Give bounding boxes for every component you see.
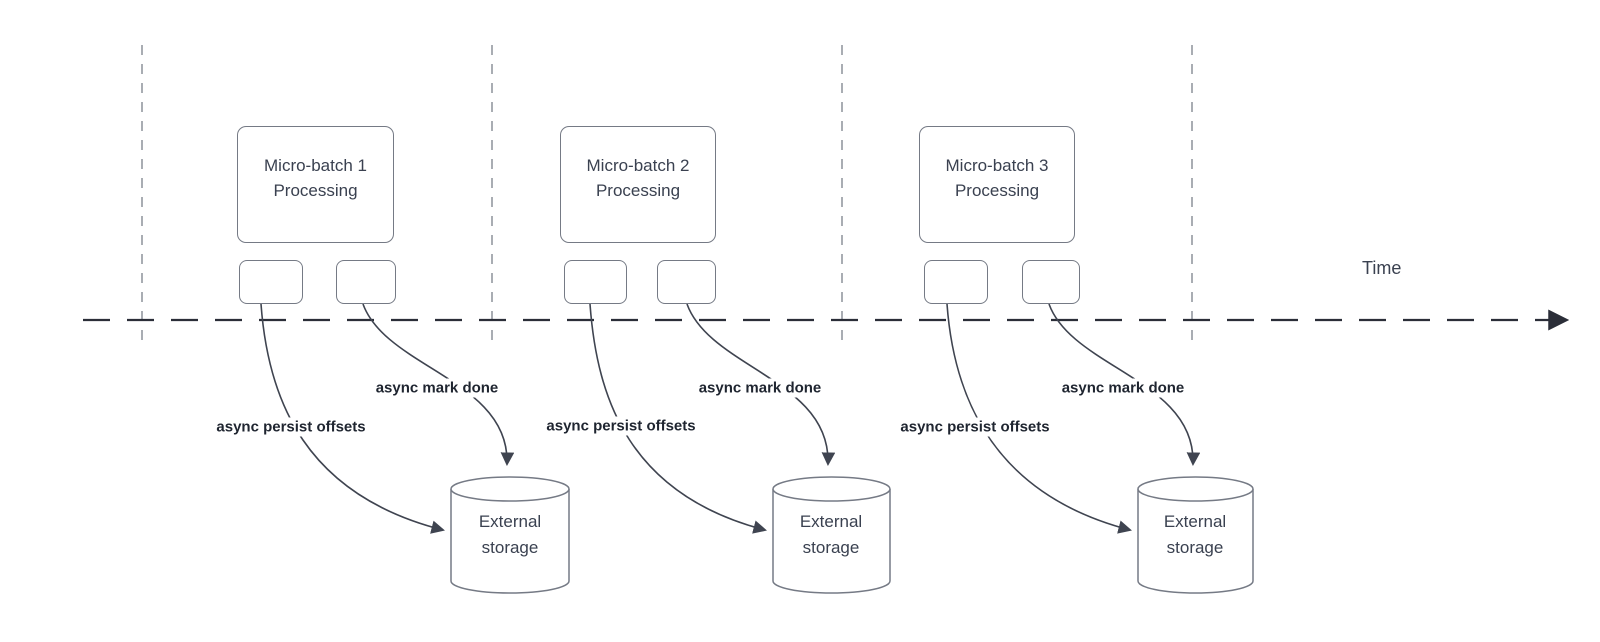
async-mark-done-arrow-2 <box>686 303 836 467</box>
offset-task-box-3 <box>924 260 988 304</box>
async-persist-offsets-arrow-3 <box>946 303 1132 534</box>
offset-task-box-1 <box>239 260 303 304</box>
micro-batch-3-box: Micro-batch 3 Processing <box>919 126 1075 243</box>
done-task-box-1 <box>336 260 396 304</box>
async-persist-offsets-arrow-1 <box>260 303 445 534</box>
done-task-box-2 <box>657 260 716 304</box>
async-mark-done-label-3: async mark done <box>1058 378 1188 398</box>
done-task-box-3 <box>1022 260 1080 304</box>
async-mark-done-label-1: async mark done <box>372 378 502 398</box>
async-persist-offsets-label-2: async persist offsets <box>543 416 699 436</box>
micro-batch-1-box: Micro-batch 1 Processing <box>237 126 394 243</box>
micro-batch-3-label: Micro-batch 3 Processing <box>945 155 1049 200</box>
external-storage-cylinder-3 <box>1137 476 1254 594</box>
async-persist-offsets-label-3: async persist offsets <box>897 417 1053 437</box>
micro-batch-2-box: Micro-batch 2 Processing <box>560 126 716 243</box>
time-axis-label: Time <box>1362 258 1402 278</box>
async-mark-done-arrow-3 <box>1048 303 1201 467</box>
external-storage-cylinder-1 <box>450 476 570 594</box>
async-mark-done-label-2: async mark done <box>695 378 825 398</box>
async-mark-done-arrow-1 <box>362 303 515 467</box>
offset-task-box-2 <box>564 260 627 304</box>
micro-batch-2-label: Micro-batch 2 Processing <box>586 155 690 200</box>
async-persist-offsets-arrow-2 <box>589 303 767 534</box>
async-persist-offsets-label-1: async persist offsets <box>213 417 369 437</box>
external-storage-cylinder-2 <box>772 476 891 594</box>
micro-batch-1-label: Micro-batch 1 Processing <box>264 155 367 200</box>
